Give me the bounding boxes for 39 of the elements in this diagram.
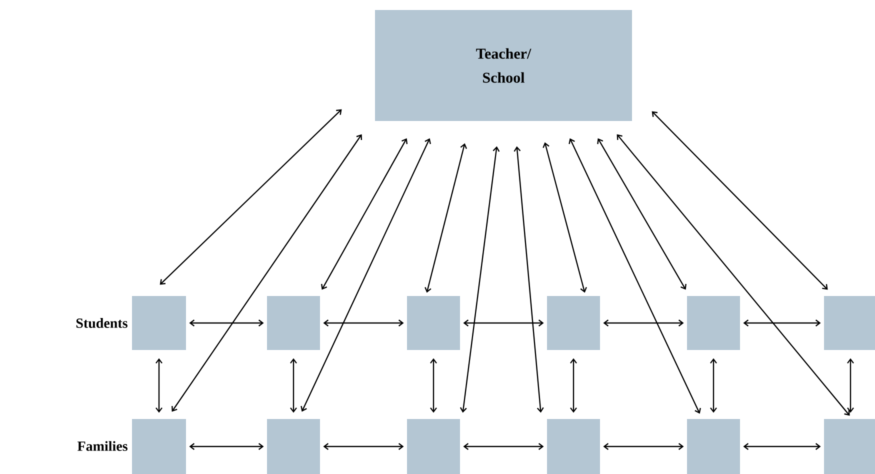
- square-box: [547, 419, 600, 474]
- arrow: [300, 138, 431, 412]
- arrow: [290, 358, 297, 413]
- arrow: [603, 320, 684, 326]
- arrow: [463, 443, 544, 450]
- arrow: [597, 138, 686, 290]
- square-box: [132, 296, 186, 350]
- arrow: [570, 358, 577, 413]
- arrow: [156, 358, 162, 413]
- square-box: [267, 419, 320, 474]
- arrow: [603, 443, 684, 450]
- arrow: [616, 134, 850, 416]
- arrow: [568, 138, 701, 414]
- square-box: [547, 296, 600, 350]
- arrow: [189, 320, 264, 326]
- arrow: [743, 320, 821, 326]
- square-box: [687, 419, 740, 474]
- arrow: [463, 320, 544, 326]
- square-box: [132, 419, 186, 474]
- square-box: [687, 296, 740, 350]
- arrow: [460, 146, 500, 413]
- arrow: [172, 134, 362, 412]
- arrow: [652, 111, 828, 290]
- arrow: [710, 358, 717, 413]
- arrow: [160, 109, 342, 285]
- arrow: [847, 358, 854, 413]
- teacher-box: Teacher/ School: [375, 10, 632, 121]
- square-box: [407, 296, 460, 350]
- arrow: [321, 138, 408, 290]
- arrow: [514, 146, 544, 413]
- arrow: [323, 443, 404, 450]
- arrow: [424, 143, 468, 293]
- arrow: [743, 443, 821, 450]
- square-box: [407, 419, 460, 474]
- arrow: [189, 443, 264, 450]
- square-box: [267, 296, 320, 350]
- arrow: [542, 142, 587, 293]
- arrow: [430, 358, 437, 413]
- arrow: [323, 320, 404, 326]
